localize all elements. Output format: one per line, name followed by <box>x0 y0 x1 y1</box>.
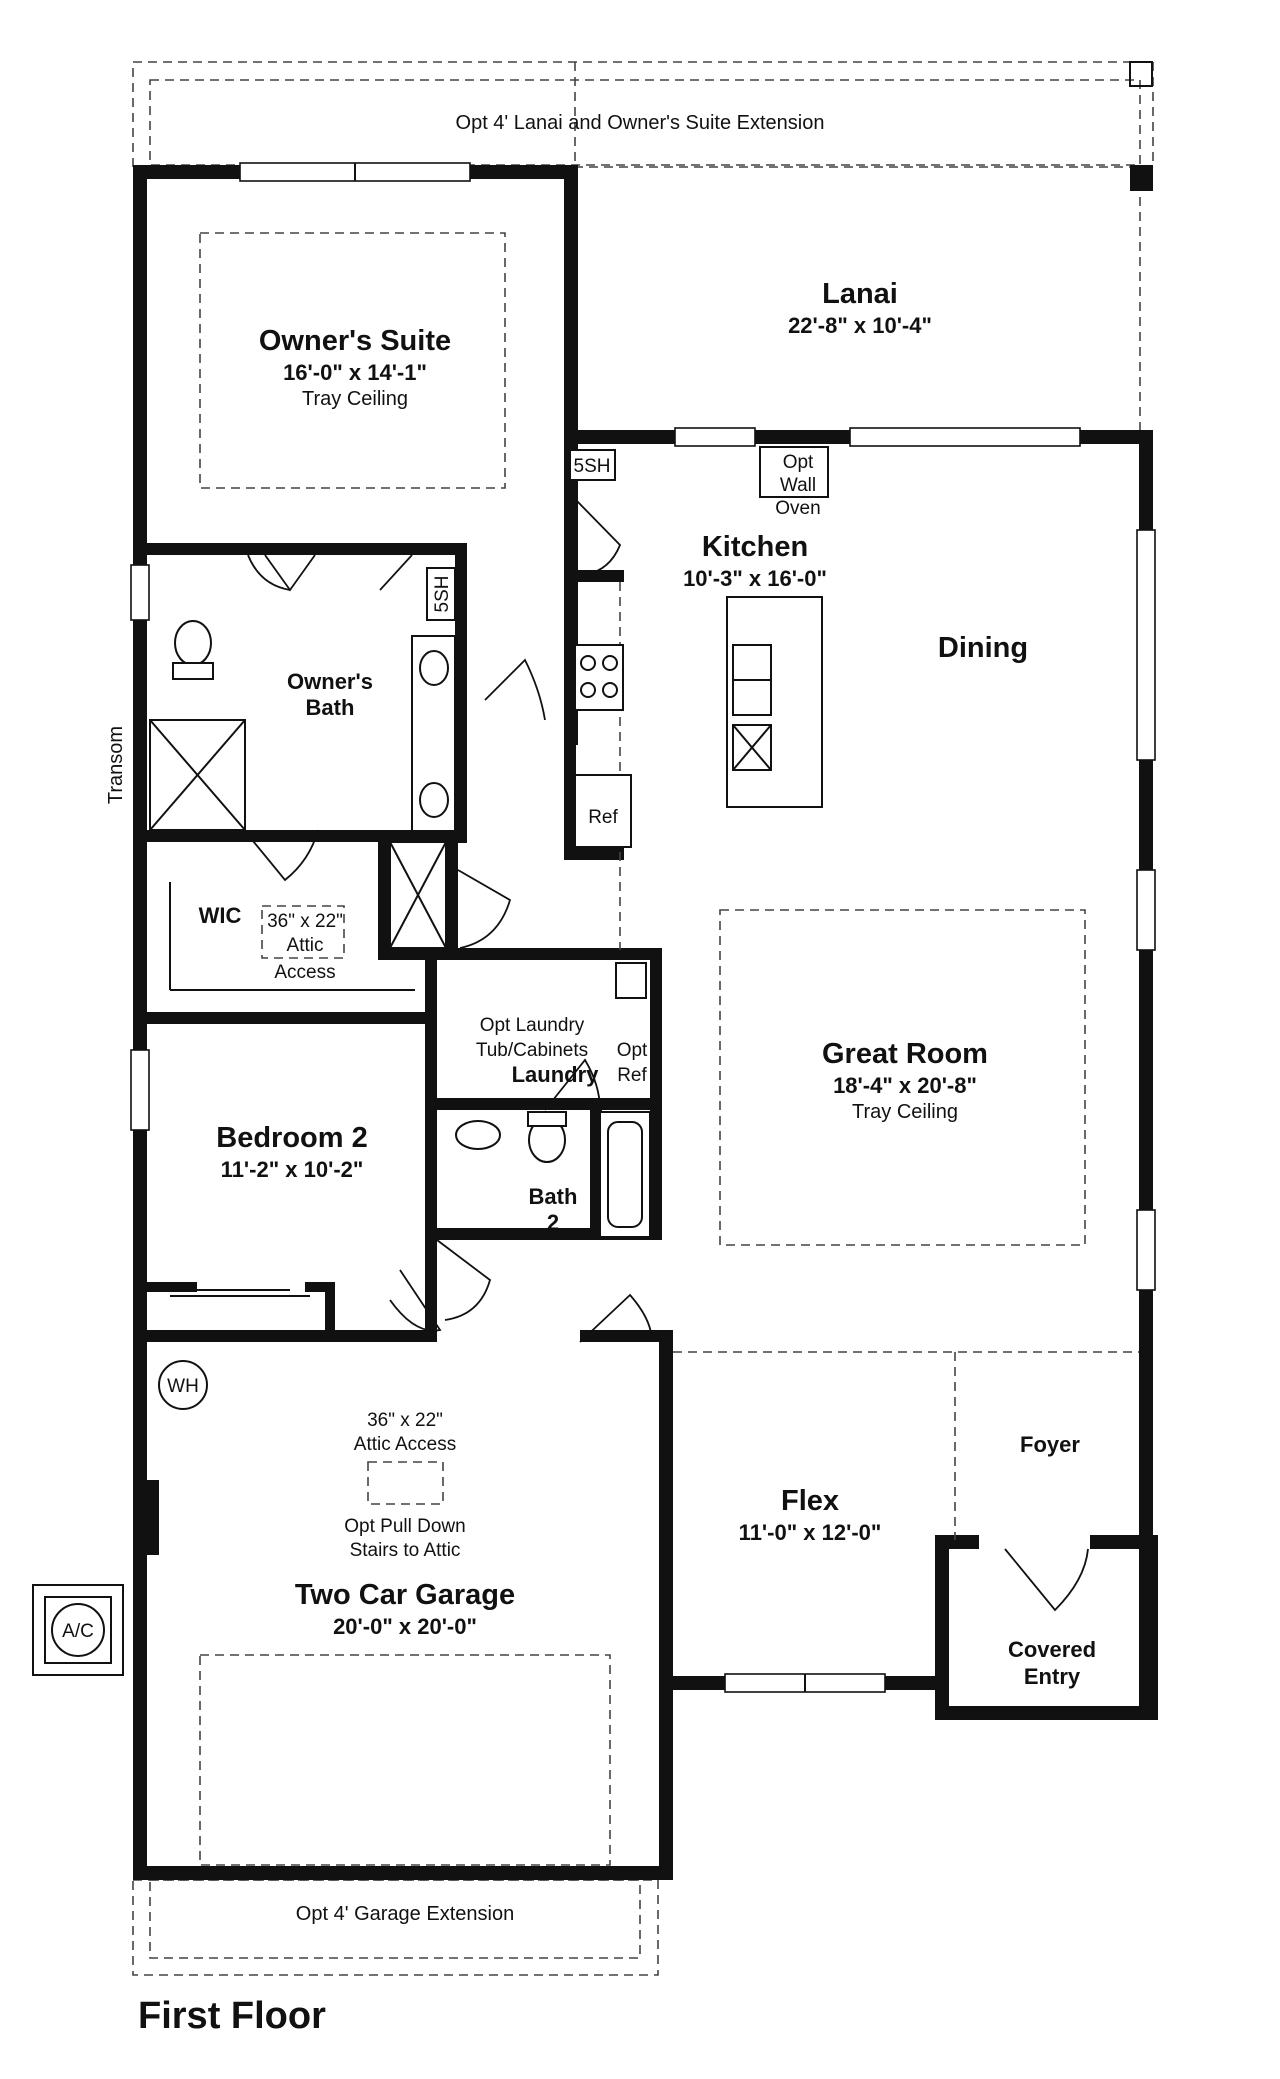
laundry-opt-1: Opt Laundry <box>480 1015 585 1036</box>
wic-attic-2: Attic <box>287 935 324 956</box>
opt-wall-oven-3: Oven <box>775 498 820 519</box>
opt-wall-oven-2: Wall <box>780 475 816 496</box>
opt-ref-1: Opt <box>617 1040 648 1061</box>
laundry-name: Laundry <box>512 1062 600 1087</box>
lanai-extension-label: Opt 4' Lanai and Owner's Suite Extension <box>456 112 825 134</box>
bath2-sink <box>455 1120 501 1150</box>
owners-suite-dims: 16'-0" x 14'-1" <box>283 360 427 385</box>
great-room-dims: 18'-4" x 20'-8" <box>833 1073 977 1098</box>
pull-down-2: Stairs to Attic <box>350 1540 461 1561</box>
water-heater-label: WH <box>167 1376 199 1397</box>
garage-name: Two Car Garage <box>295 1579 515 1611</box>
great-room-name: Great Room <box>822 1038 988 1070</box>
garage-extension-label: Opt 4' Garage Extension <box>296 1903 514 1925</box>
range <box>574 644 624 711</box>
fixtures <box>147 446 829 1555</box>
kitchen-island <box>726 596 823 808</box>
ac-label: A/C <box>62 1621 94 1642</box>
kitchen-5sh-tag: 5SH <box>569 449 616 481</box>
wic-attic-3: Access <box>274 962 335 983</box>
doors <box>243 499 1089 1612</box>
owners-suite-name: Owner's Suite <box>259 325 451 357</box>
floor-label: First Floor <box>138 1995 326 2037</box>
lanai-extension-outline <box>132 61 1154 430</box>
bedroom2-name: Bedroom 2 <box>216 1122 367 1154</box>
ceiling-outlines <box>199 232 1139 1866</box>
dining-name: Dining <box>938 632 1028 664</box>
laundry-opt-2: Tub/Cabinets <box>476 1040 588 1061</box>
water-heater: WH <box>158 1360 208 1410</box>
garage-attic-2: Attic Access <box>354 1434 456 1455</box>
pull-down-1: Opt Pull Down <box>344 1516 465 1537</box>
owners-suite-note: Tray Ceiling <box>302 388 408 410</box>
flex-dims: 11'-0" x 12'-0" <box>739 1520 882 1545</box>
great-room-note: Tray Ceiling <box>852 1101 958 1123</box>
kitchen-5sh: 5SH <box>574 456 611 477</box>
garage-extension-outline <box>132 1879 659 1976</box>
bath-5sh-tag: 5SH <box>426 567 456 621</box>
opt-wall-oven-1: Opt <box>783 452 814 473</box>
refrigerator <box>574 774 632 848</box>
kitchen-name: Kitchen <box>702 531 808 563</box>
owners-bath-line1: Owner's <box>287 669 373 694</box>
owners-bath-line2: Bath <box>306 695 355 720</box>
flex-name: Flex <box>781 1485 839 1517</box>
lanai-name: Lanai <box>822 278 898 310</box>
bath2-line2: 2 <box>547 1210 559 1235</box>
transom-label: Transom <box>105 726 127 804</box>
ac-unit: A/C <box>32 1584 124 1676</box>
garage-dims: 20'-0" x 20'-0" <box>333 1614 477 1639</box>
bath2-line1: Bath <box>529 1184 578 1209</box>
covered-entry-line2: Entry <box>1024 1664 1081 1689</box>
foyer-name: Foyer <box>1020 1432 1080 1457</box>
wic-name: WIC <box>199 903 242 928</box>
interior-walls <box>147 543 673 1342</box>
opt-ref-2: Ref <box>617 1065 647 1086</box>
kitchen-dims: 10'-3" x 16'-0" <box>683 566 827 591</box>
garage-attic-1: 36" x 22" <box>367 1410 443 1431</box>
bedroom2-dims: 11'-2" x 10'-2" <box>221 1157 364 1182</box>
wic-attic-1: 36" x 22" <box>267 911 343 932</box>
windows <box>130 162 1156 1693</box>
ref-label: Ref <box>588 807 618 828</box>
lanai-dims: 22'-8" x 10'-4" <box>788 313 932 338</box>
covered-entry-line1: Covered <box>1008 1637 1096 1662</box>
bath-5sh: 5SH <box>432 576 453 613</box>
wall-oven <box>759 446 829 498</box>
